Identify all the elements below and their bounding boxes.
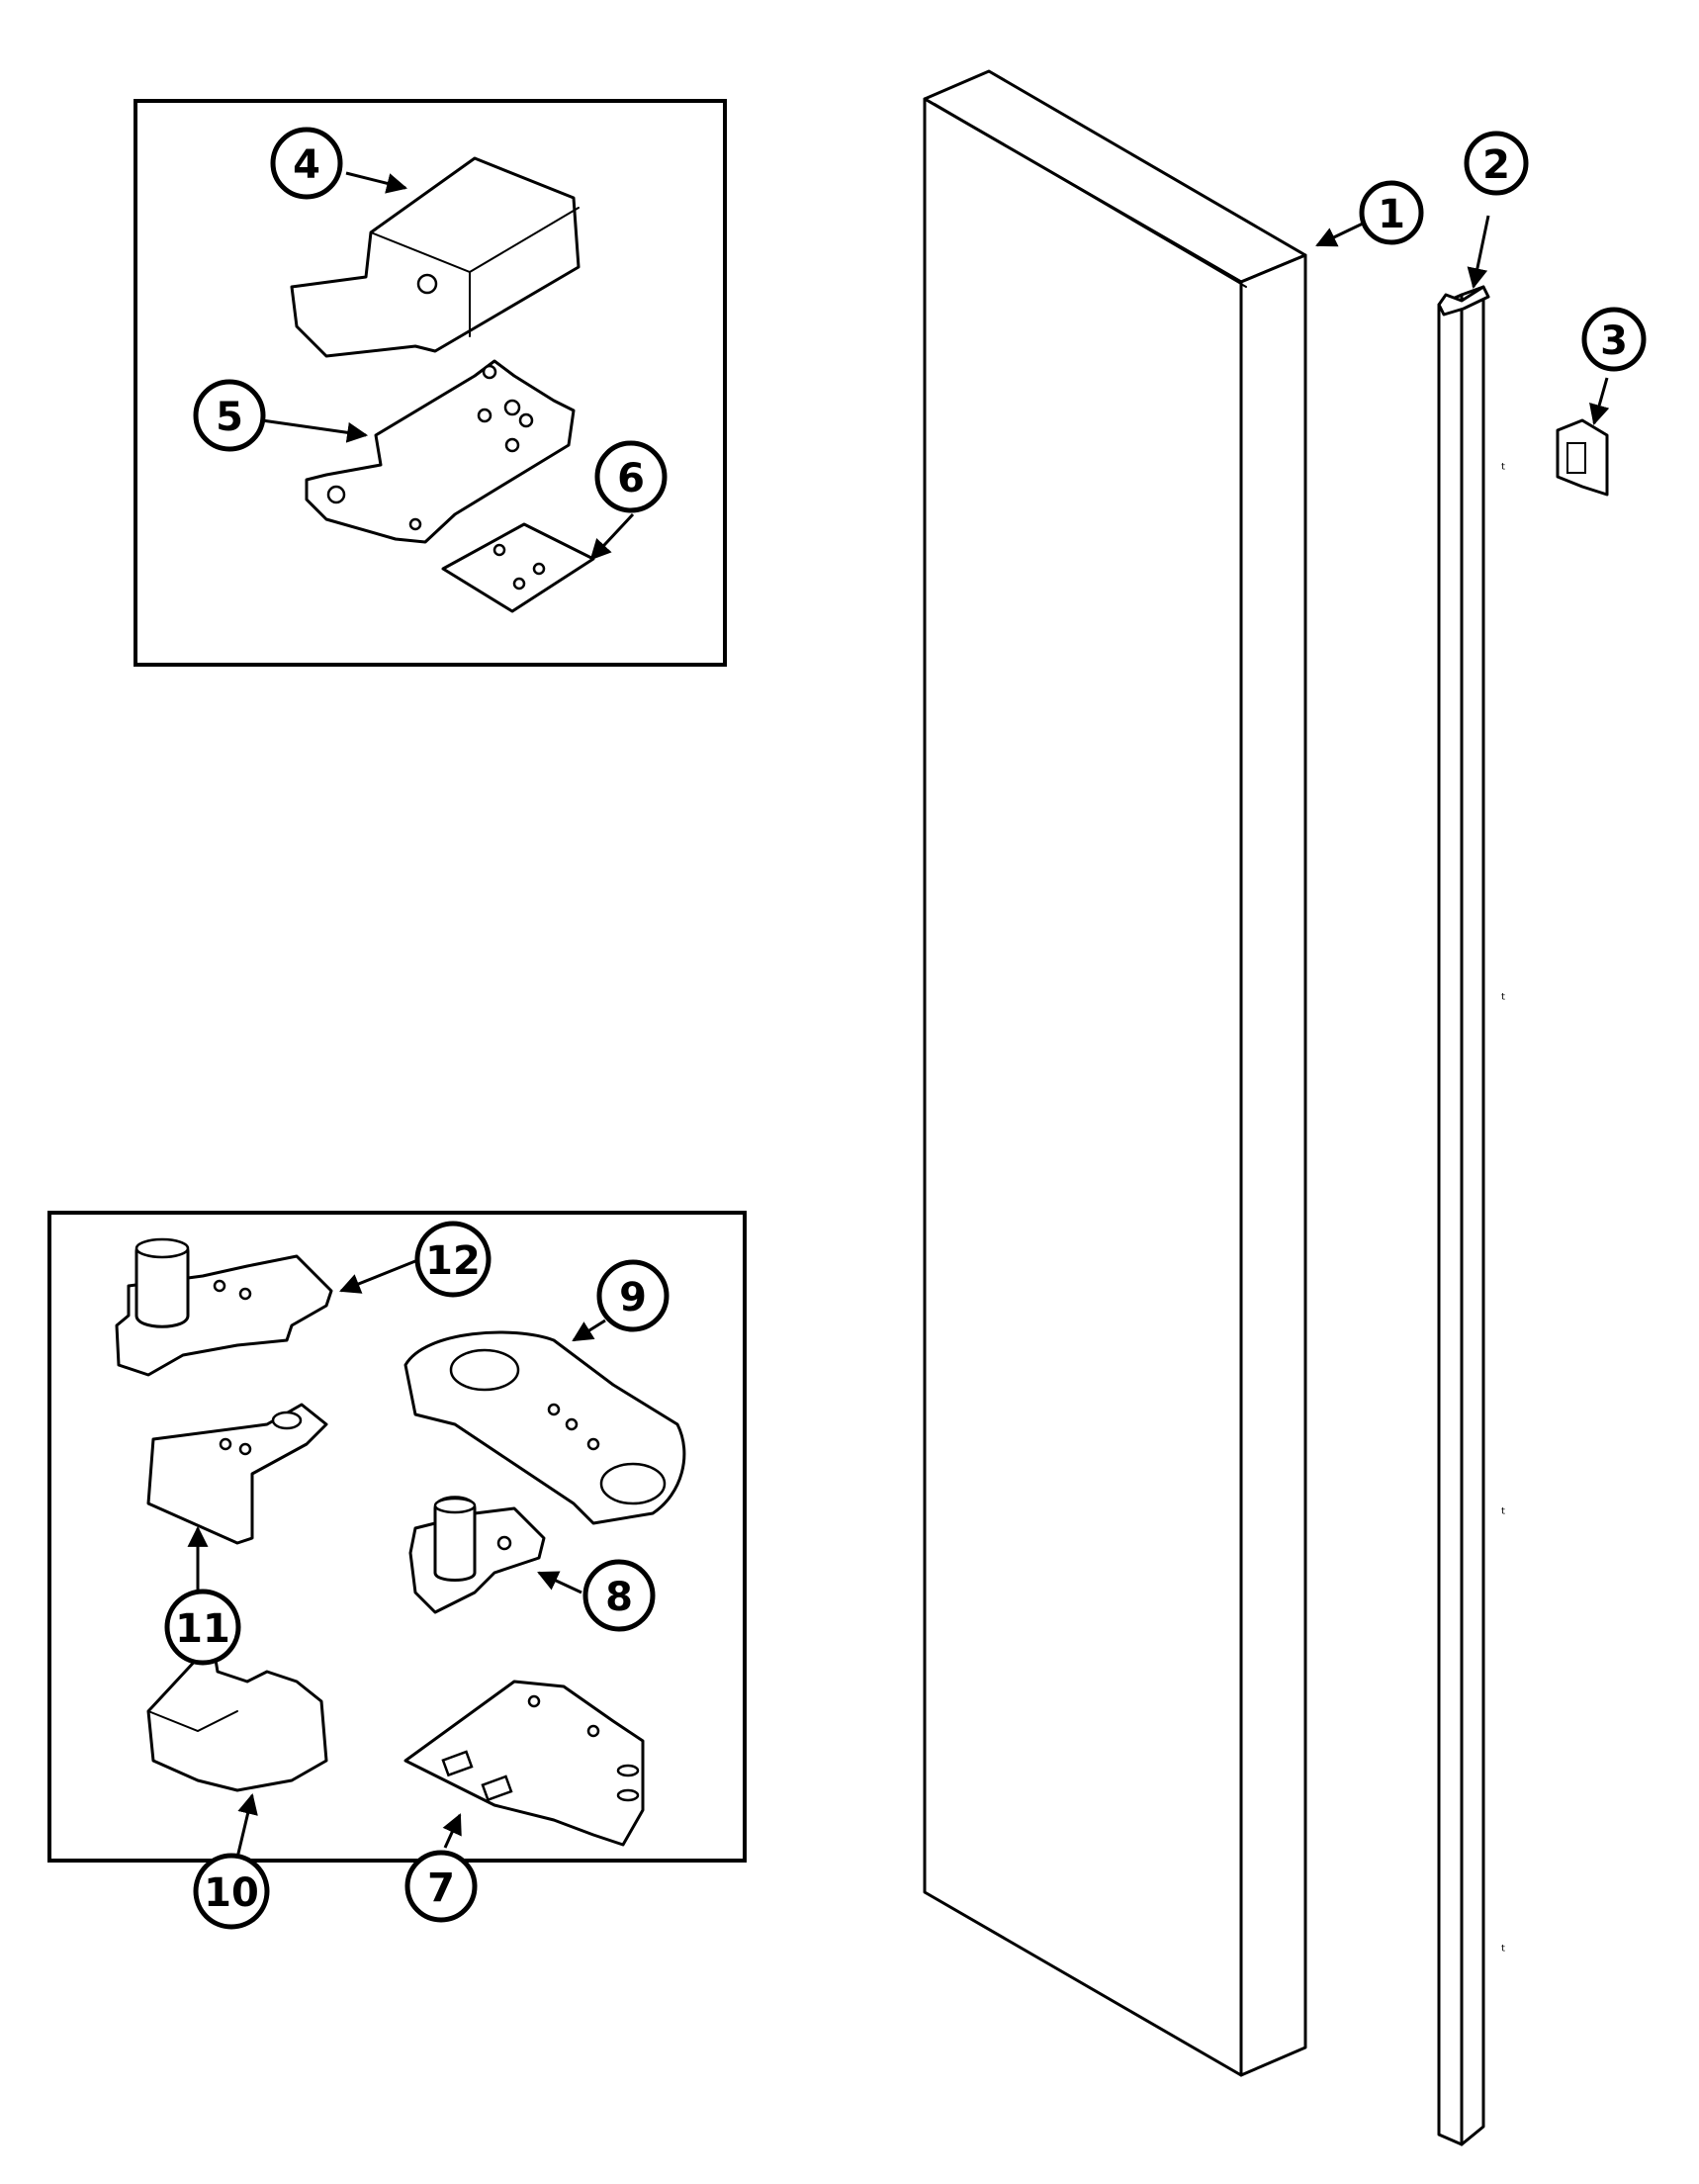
svg-text:4: 4 [293, 142, 320, 188]
callout-6: 6 [594, 440, 668, 513]
callout-8: 8 [582, 1559, 656, 1632]
callout-3: 3 [1581, 307, 1647, 372]
svg-text:10: 10 [204, 1870, 259, 1916]
svg-text:8: 8 [605, 1575, 633, 1620]
mounting-bracket-11 [146, 1403, 328, 1545]
svg-text:ᵗ: ᵗ [1501, 1504, 1506, 1523]
callout-7: 7 [404, 1850, 478, 1923]
hinge-plate-7 [403, 1680, 645, 1847]
svg-text:ᵗ: ᵗ [1501, 460, 1506, 479]
svg-text:11: 11 [175, 1606, 230, 1652]
hinge-cover-10 [146, 1640, 328, 1792]
lower-hinge-bracket-9 [403, 1330, 686, 1525]
upper-hinge-inset [134, 99, 727, 667]
callout-1: 1 [1359, 180, 1424, 245]
callout-11: 11 [164, 1589, 241, 1666]
callout-9: 9 [596, 1259, 670, 1332]
trim-clip [1556, 418, 1609, 497]
upper-hinge-plate [305, 359, 576, 544]
leader-lines [187, 171, 1610, 1859]
svg-text:1: 1 [1378, 192, 1405, 237]
handle-trim-strip: ᵗ ᵗ ᵗ ᵗ [1437, 285, 1506, 2146]
callout-2: 2 [1464, 131, 1529, 196]
hinge-cover [290, 156, 581, 358]
hinge-shim [441, 522, 595, 613]
hinge-pin-with-bracket-12 [115, 1237, 333, 1377]
lower-hinge-inset [47, 1211, 747, 1863]
door-panel [923, 69, 1307, 2077]
callout-10: 10 [193, 1853, 270, 1930]
svg-text:12: 12 [425, 1238, 481, 1284]
callout-5: 5 [193, 379, 266, 452]
svg-text:ᵗ: ᵗ [1501, 1942, 1506, 1960]
svg-text:9: 9 [619, 1275, 647, 1320]
svg-text:7: 7 [427, 1866, 455, 1911]
callout-4: 4 [270, 127, 343, 200]
svg-text:ᵗ: ᵗ [1501, 990, 1506, 1009]
hinge-pin-8 [408, 1496, 546, 1614]
svg-text:2: 2 [1482, 142, 1510, 188]
svg-text:3: 3 [1600, 318, 1628, 364]
svg-text:5: 5 [216, 395, 243, 440]
callout-12: 12 [414, 1221, 492, 1298]
svg-text:6: 6 [617, 456, 645, 501]
